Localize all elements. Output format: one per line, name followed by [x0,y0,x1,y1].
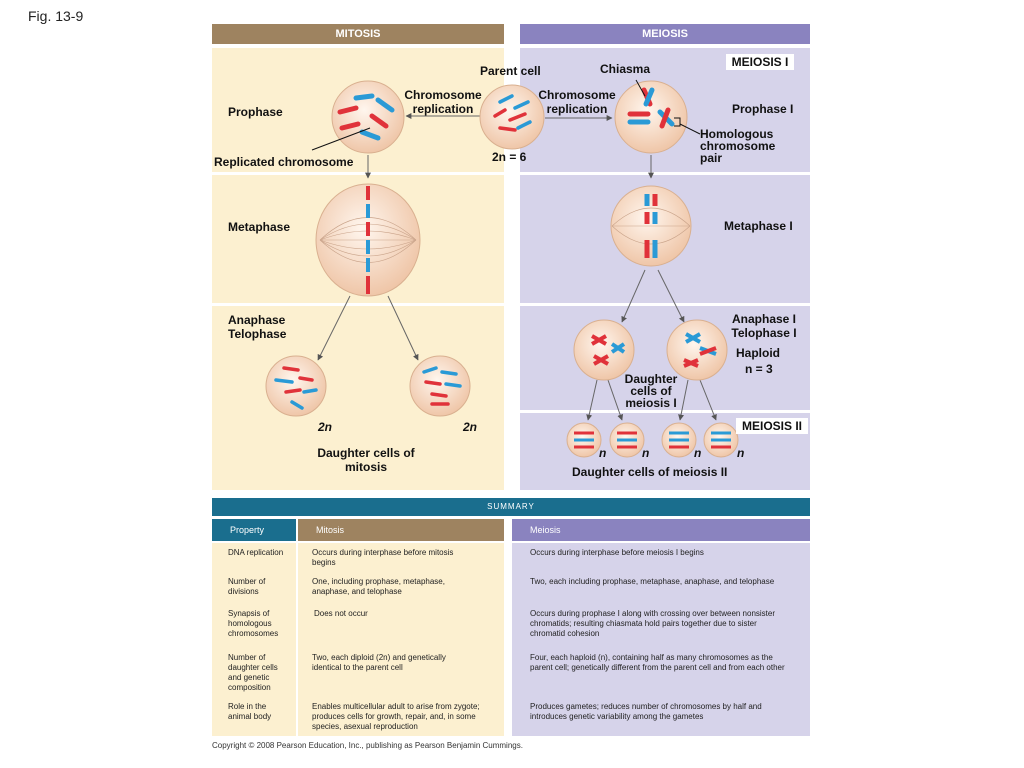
summary-cell-mitosis: Enables multicellular adult to arise fro… [312,702,480,731]
chromosome-replication-right-label: Chromosome replication [538,88,616,116]
meiosis-prophase-cell [614,79,701,154]
n-label-3: n [694,446,702,460]
mitosis-daughter-cell-right [409,355,471,417]
chiasma-label: Chiasma [600,62,651,76]
meiosis-ii-daughter-cell-4 [703,422,739,458]
n-three-label: n = 3 [745,362,773,376]
summary-title: SUMMARY [487,502,535,511]
two-n-left-label: 2n [318,420,333,434]
meiosis-header: MEIOSIS [520,24,810,44]
mitosis-metaphase-cell [315,183,421,297]
meiosis-ii-daughter-cell-2 [609,422,645,458]
daughter-cells-meiosis-ii-label: Daughter cells of meiosis II [572,465,728,479]
parent-cell-label: Parent cell [480,64,541,78]
summary-cell-meiosis: Occurs during prophase I along with cros… [530,609,776,638]
summary-cell-property: Number of divisions [228,577,266,596]
summary-mitosis-column [298,543,504,736]
anaphase-i-telophase-i-label: Anaphase I Telophase I [731,312,797,340]
haploid-label: Haploid [736,346,780,360]
mitosis-prophase-cell [311,80,405,154]
summary-cell-meiosis: Produces gametes; reduces number of chro… [530,702,762,721]
summary-cell-property: Synapsis of homologous chromosomes [228,609,279,638]
homologous-pair-label: Homologous chromosome pair [700,127,776,165]
row-divider [520,303,810,306]
metaphase-label: Metaphase [228,220,291,234]
summary-cell-property: Role in the animal body [228,702,272,721]
prophase-label: Prophase [228,105,283,119]
row-divider [212,172,504,175]
col-header-mitosis: Mitosis [298,519,504,541]
n-label-4: n [737,446,745,460]
summary-cell-mitosis: Does not occur [314,609,368,618]
summary-header: SUMMARY [212,498,810,516]
chromosome-replication-left-label: Chromosome replication [404,88,482,116]
summary-cell-mitosis: Occurs during interphase before mitosis … [312,548,454,567]
col-header-property: Property [212,519,296,541]
meiosis-ii-label: MEIOSIS II [736,418,808,434]
meiosis-ii-daughter-cell-1 [566,422,602,458]
summary-cell-meiosis: Two, each including prophase, metaphase,… [530,577,775,586]
cell-division-diagram [265,79,739,458]
anaphase-telophase-label: Anaphase Telophase [228,313,287,341]
meiosis-metaphase-cell [610,185,692,267]
meiosis-i-label: MEIOSIS I [726,54,794,70]
summary-property-column [212,543,296,736]
metaphase-i-label: Metaphase I [724,219,793,233]
summary-meiosis-column [512,543,810,736]
summary-cell-mitosis: Two, each diploid (2n) and genetically i… [312,653,446,672]
figure-label: Fig. 13-9 [28,8,84,24]
n-label-1: n [599,446,607,460]
daughter-cells-meiosis-i-label: Daughter cells of meiosis I [624,372,678,410]
col-header-meiosis: Meiosis [512,519,810,541]
two-n-right-label: 2n [463,420,478,434]
meiosis-ii-daughter-cell-3 [661,422,697,458]
summary-cell-meiosis: Occurs during interphase before meiosis … [530,548,704,557]
summary-cell-property: DNA replication [228,548,284,557]
row-divider [520,172,810,175]
row-divider [212,303,504,306]
parent-cell [479,84,545,150]
meiosis-i-daughter-cell-right [666,319,728,381]
daughter-cells-mitosis-label: Daughter cells of mitosis [317,446,415,474]
row-divider [520,410,810,413]
two-n-six-label: 2n = 6 [492,150,527,164]
n-label-2: n [642,446,650,460]
flow-arrows [317,113,717,421]
copyright-notice: Copyright © 2008 Pearson Education, Inc.… [212,741,523,750]
meiosis-i-daughter-cell-left [573,319,635,381]
mitosis-header: MITOSIS [212,24,504,44]
summary-cell-meiosis: Four, each haploid (n), containing half … [530,653,785,672]
replicated-chromosome-label: Replicated chromosome [214,155,354,169]
mitosis-daughter-cell-left [265,355,327,417]
summary-cell-mitosis: One, including prophase, metaphase, anap… [312,577,445,596]
prophase-i-label: Prophase I [732,102,794,116]
summary-cell-property: Number of daughter cells and genetic com… [228,653,278,692]
